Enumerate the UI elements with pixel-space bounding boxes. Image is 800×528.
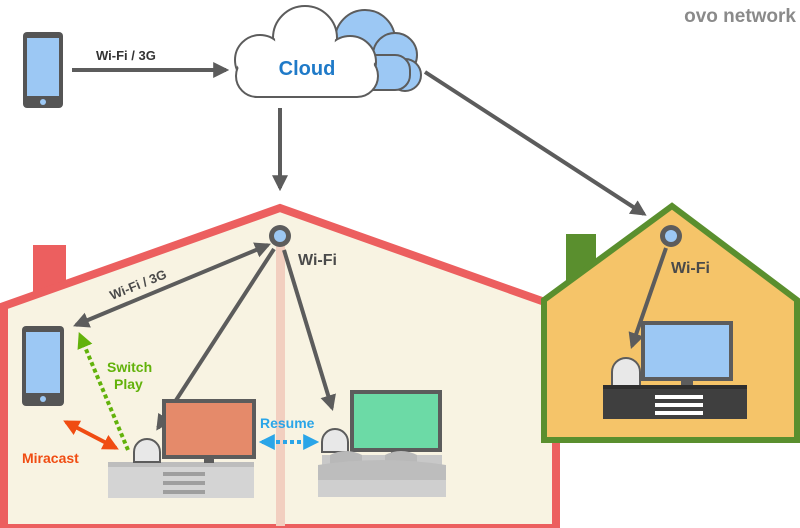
miracast-arrow xyxy=(63,420,119,450)
home-router xyxy=(269,225,291,247)
bedroom-bed xyxy=(318,451,446,497)
home-phone xyxy=(22,326,64,406)
remote-router-to-device-arrow xyxy=(628,247,668,350)
brand-title: ovo network xyxy=(684,6,796,27)
router-to-bedroom-arrow xyxy=(282,249,336,412)
remote-home-tv-stand xyxy=(603,385,747,419)
room-divider xyxy=(276,236,285,526)
remote-home-ovo-device xyxy=(611,357,641,387)
main-home xyxy=(0,203,560,528)
remote-home-wifi-label: Wi-Fi xyxy=(671,260,710,277)
bedroom-ovo-device xyxy=(321,428,349,453)
remote-home-router xyxy=(660,225,682,247)
remote-home-tv xyxy=(641,321,733,387)
remote-link-label: Wi-Fi / 3G xyxy=(96,48,156,63)
cloud: Cloud xyxy=(234,5,422,98)
router-to-living-room-arrow xyxy=(156,247,276,431)
bedroom-tv xyxy=(350,390,442,460)
remote-phone xyxy=(23,32,63,108)
switch-play-label: Switch Play xyxy=(107,359,156,392)
resume-label: Resume xyxy=(260,415,315,431)
cloud-label: Cloud xyxy=(279,58,336,80)
living-room-ovo-device xyxy=(133,438,161,463)
cloud-to-remote-home-arrow xyxy=(423,70,647,216)
living-room-tv-stand xyxy=(108,462,254,498)
home-wifi-label: Wi-Fi xyxy=(298,252,337,269)
router-to-phone-arrow xyxy=(73,242,271,328)
miracast-label: Miracast xyxy=(22,450,79,466)
living-room-tv xyxy=(162,399,256,463)
